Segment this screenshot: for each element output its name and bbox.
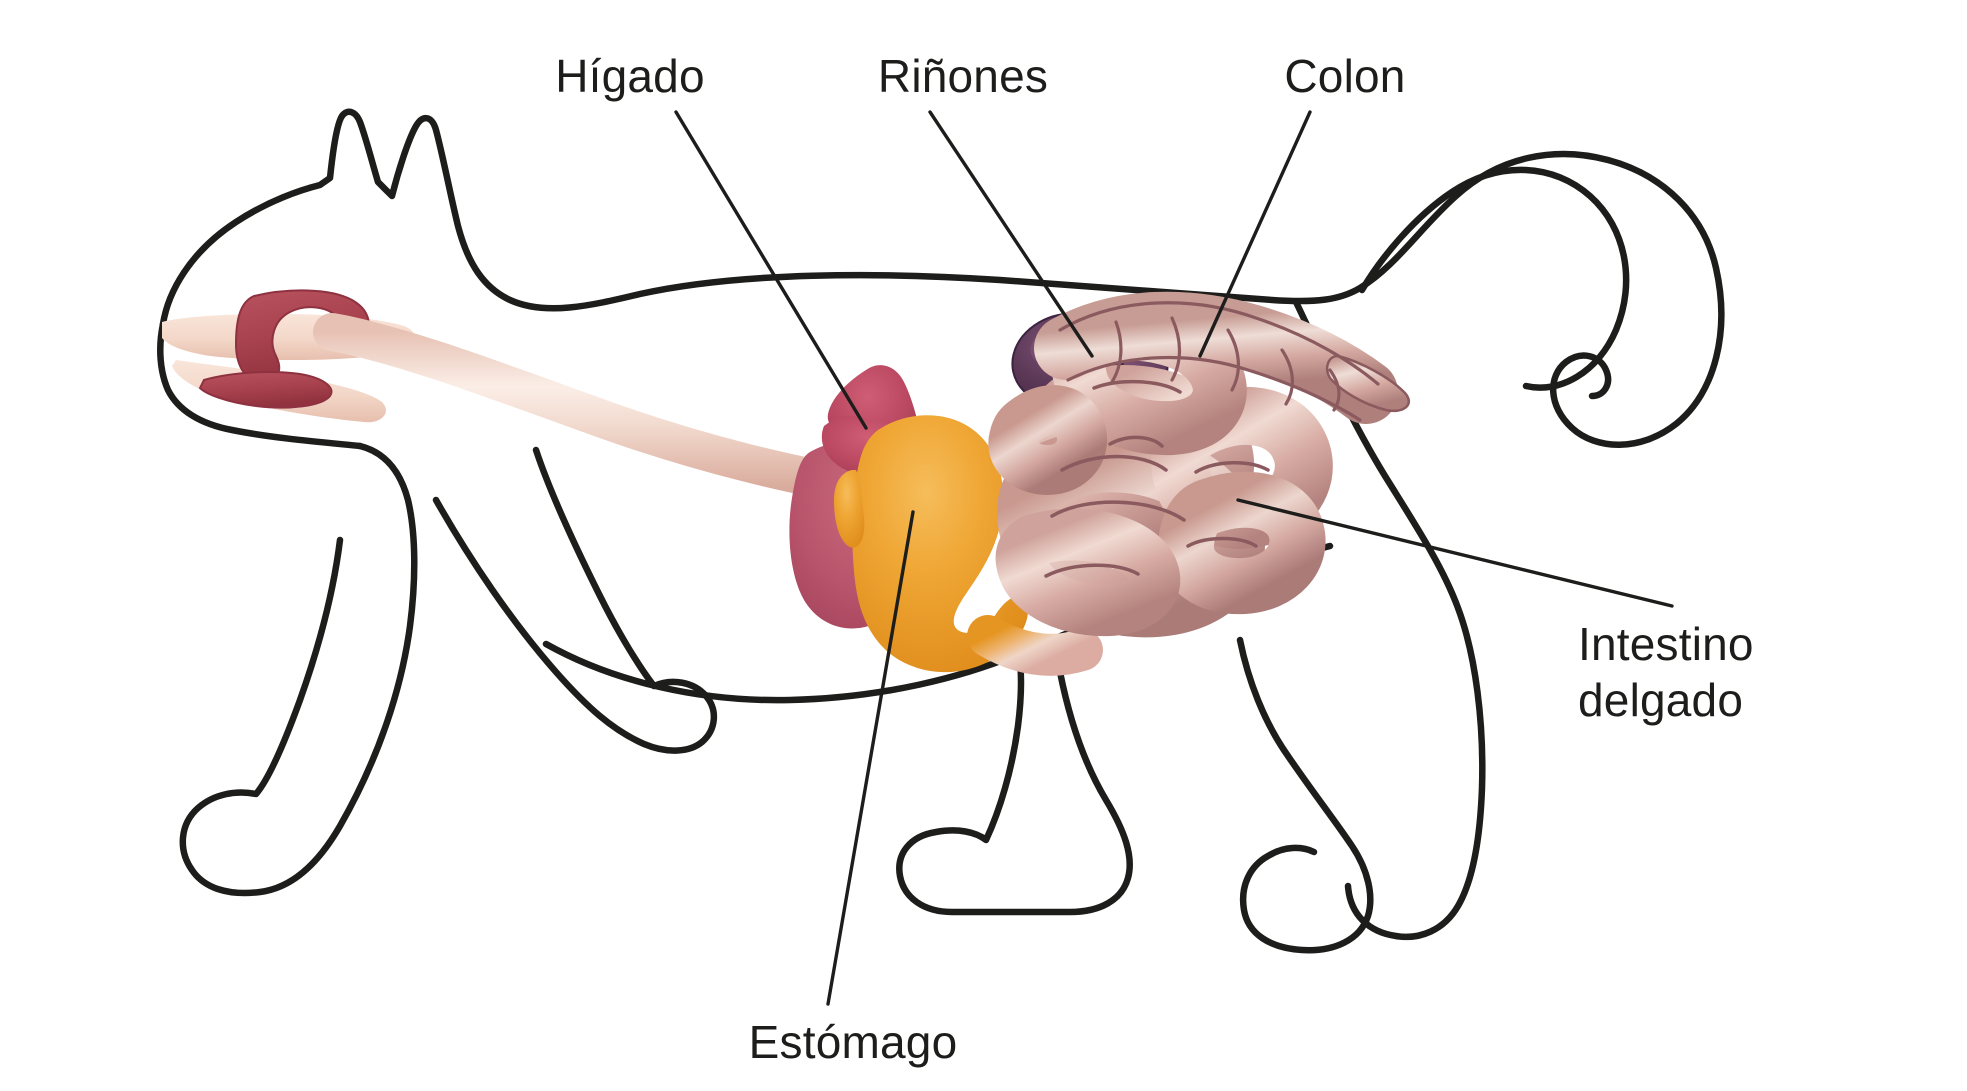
duodenum-shape [967, 615, 1103, 676]
cat-hind-left-leg-path [896, 644, 1133, 916]
label-intestino-delgado-line1[interactable]: Intestino [1578, 618, 1754, 670]
leader-lines [674, 110, 1674, 1006]
small-intestine-fold-5 [1186, 536, 1258, 548]
cat-silhouette-path [159, 108, 1725, 448]
leader-line-higado [674, 110, 868, 430]
small-intestine-fold-7 [1108, 435, 1164, 448]
small-intestine-fold-4 [1194, 461, 1270, 474]
cat-rump-thigh-path [1292, 298, 1486, 941]
cat-chest-front-leg-path [179, 442, 418, 897]
leader-line-intestino-delgado [1236, 498, 1674, 608]
colon-haustra-4 [1280, 348, 1294, 406]
small-intestine-loop-6 [988, 385, 1107, 496]
organ-tongue-pharynx [198, 289, 370, 409]
small-intestine-fold-1 [1060, 454, 1168, 472]
colon-outline-top [1058, 301, 1380, 386]
tongue-shape [198, 371, 333, 409]
colon-haustra-lines [1058, 301, 1380, 422]
leader-line-estomago [826, 510, 915, 1006]
label-estomago[interactable]: Estómago [749, 1016, 958, 1068]
small-intestine-loop-7 [995, 508, 1181, 637]
label-intestino-delgado-line2[interactable]: delgado [1578, 674, 1743, 726]
stomach-cardia-shape [834, 470, 865, 548]
colon-haustra-1 [1110, 320, 1123, 384]
colon-haustra-2 [1170, 316, 1182, 382]
organ-labels: Hígado Riñones Colon Intestino delgado E… [555, 50, 1753, 1068]
pharynx-shape [234, 289, 370, 384]
cat-belly-path [542, 640, 1032, 704]
leader-line-colon [1198, 110, 1312, 358]
cat-head-chin-path [157, 320, 364, 450]
cat-tail-inner-path [1358, 166, 1630, 391]
label-rinones[interactable]: Riñones [878, 50, 1048, 102]
cat-front-right-leg-path [432, 446, 717, 754]
cat-hind-right-leg-path [1236, 636, 1374, 954]
leader-line-rinones [928, 110, 1094, 358]
label-colon[interactable]: Colon [1284, 50, 1405, 102]
small-intestine-loop-4 [1158, 471, 1326, 615]
colon-tube-taper [1326, 354, 1411, 413]
organ-colon [1034, 291, 1411, 424]
small-intestine-fold-2 [1050, 500, 1186, 522]
small-intestine-fold-3 [1092, 379, 1182, 394]
label-higado[interactable]: Hígado [555, 50, 705, 102]
colon-haustra-3 [1226, 328, 1240, 392]
small-intestine-fold-6 [1044, 563, 1140, 578]
colon-outline-bottom [1066, 355, 1362, 422]
organ-esophagus [313, 313, 891, 507]
